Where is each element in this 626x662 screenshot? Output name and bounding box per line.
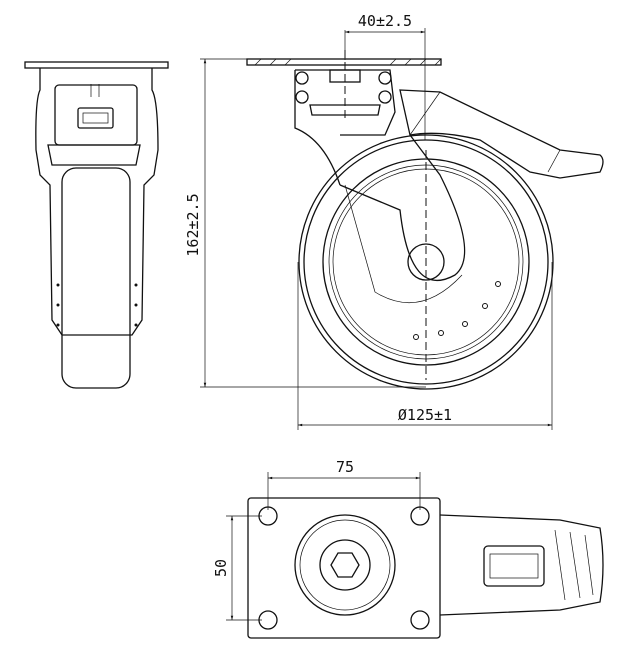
dimension-hole-spacing-y: 50	[212, 515, 262, 621]
top-view	[247, 497, 604, 639]
dimension-label-wheel-diameter: Ø125±1	[398, 406, 452, 424]
dimension-label-stem-offset: 40±2.5	[358, 12, 412, 30]
dimension-total-height: 162±2.5	[184, 58, 426, 388]
front-view	[24, 61, 169, 389]
dimension-label-total-height: 162±2.5	[184, 193, 202, 256]
dimension-wheel-diameter: Ø125±1	[297, 262, 553, 430]
dimension-hole-spacing-x: 75	[267, 458, 421, 510]
dimension-label-hole-spacing-y: 50	[212, 559, 230, 577]
dimension-stem-offset: 40±2.5	[344, 12, 426, 140]
dimension-label-hole-spacing-x: 75	[336, 458, 354, 476]
side-view	[246, 50, 604, 390]
